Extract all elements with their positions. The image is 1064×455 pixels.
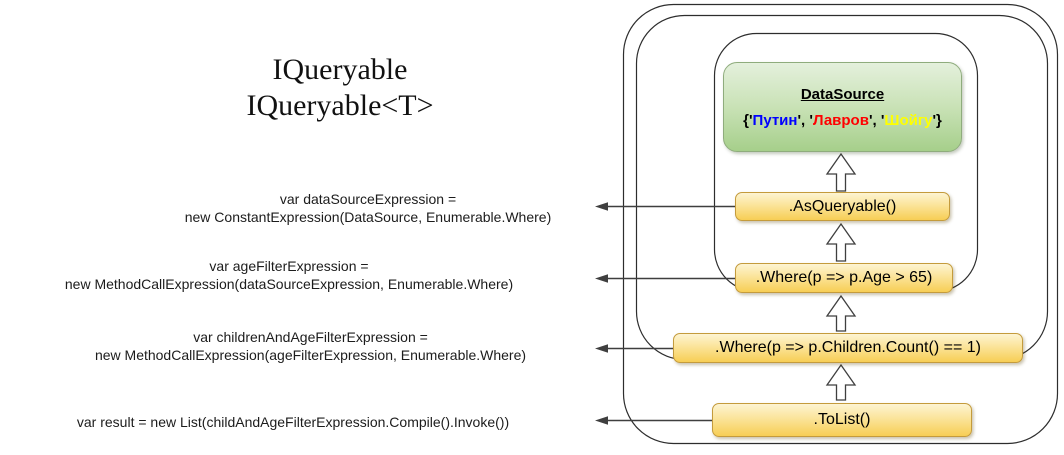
method-box-where-children: .Where(p => p.Children.Count() == 1) xyxy=(673,333,1023,363)
datasource-segment: ', ' xyxy=(797,111,813,129)
datasource-box: DataSource {'Путин', 'Лавров', 'Шойгу'} xyxy=(723,62,962,152)
method-label: .ToList() xyxy=(813,411,871,428)
annotation-line: new ConstantExpression(DataSource, Enume… xyxy=(184,208,552,225)
title-line-1: IQueryable xyxy=(272,53,408,86)
datasource-values: {'Путин', 'Лавров', 'Шойгу'} xyxy=(743,112,942,129)
up-arrow-icon-3 xyxy=(825,294,857,332)
annotation-line: var dataSourceExpression = xyxy=(279,191,457,207)
annotation-datasource-expression: var dataSourceExpression = new ConstantE… xyxy=(150,191,586,226)
annotation-line: new MethodCallExpression(dataSourceExpre… xyxy=(64,275,514,292)
annotation-line: new MethodCallExpression(ageFilterExpres… xyxy=(94,346,527,363)
up-arrow-icon-4 xyxy=(825,363,857,401)
annotation-children-age-filter-expression: var childrenAndAgeFilterExpression = new… xyxy=(35,329,586,364)
method-box-tolist: .ToList() xyxy=(712,403,972,437)
annotation-age-filter-expression: var ageFilterExpression = new MethodCall… xyxy=(3,258,575,293)
method-box-asqueryable: .AsQueryable() xyxy=(735,192,950,221)
datasource-title: DataSource xyxy=(800,85,885,103)
datasource-segment: Шойгу xyxy=(884,111,933,129)
datasource-segment: '} xyxy=(932,111,942,129)
method-label: .Where(p => p.Age > 65) xyxy=(755,269,933,286)
annotation-line: var ageFilterExpression = xyxy=(209,258,369,274)
method-label: .Where(p => p.Children.Count() == 1) xyxy=(715,339,981,356)
annotation-line: var childrenAndAgeFilterExpression = xyxy=(193,329,428,345)
page-title: IQueryable IQueryable<T> xyxy=(160,52,520,124)
annotation-result: var result = new List(childAndAgeFilterE… xyxy=(7,414,579,432)
left-arrow-icon-1 xyxy=(595,202,735,211)
datasource-segment: Лавров xyxy=(812,111,869,129)
method-label: .AsQueryable() xyxy=(788,197,897,215)
left-arrow-icon-4 xyxy=(595,416,712,425)
left-arrow-icon-2 xyxy=(595,274,735,283)
title-line-2: IQueryable<T> xyxy=(246,89,434,122)
up-arrow-icon-2 xyxy=(825,222,857,262)
datasource-segment: {' xyxy=(743,111,753,129)
left-arrow-icon-3 xyxy=(595,344,673,353)
datasource-segment: ', ' xyxy=(868,111,885,129)
datasource-segment: Путин xyxy=(752,111,798,129)
up-arrow-icon-1 xyxy=(825,152,857,192)
method-box-where-age: .Where(p => p.Age > 65) xyxy=(735,263,953,293)
annotation-line: var result = new List(childAndAgeFilterE… xyxy=(76,414,510,430)
